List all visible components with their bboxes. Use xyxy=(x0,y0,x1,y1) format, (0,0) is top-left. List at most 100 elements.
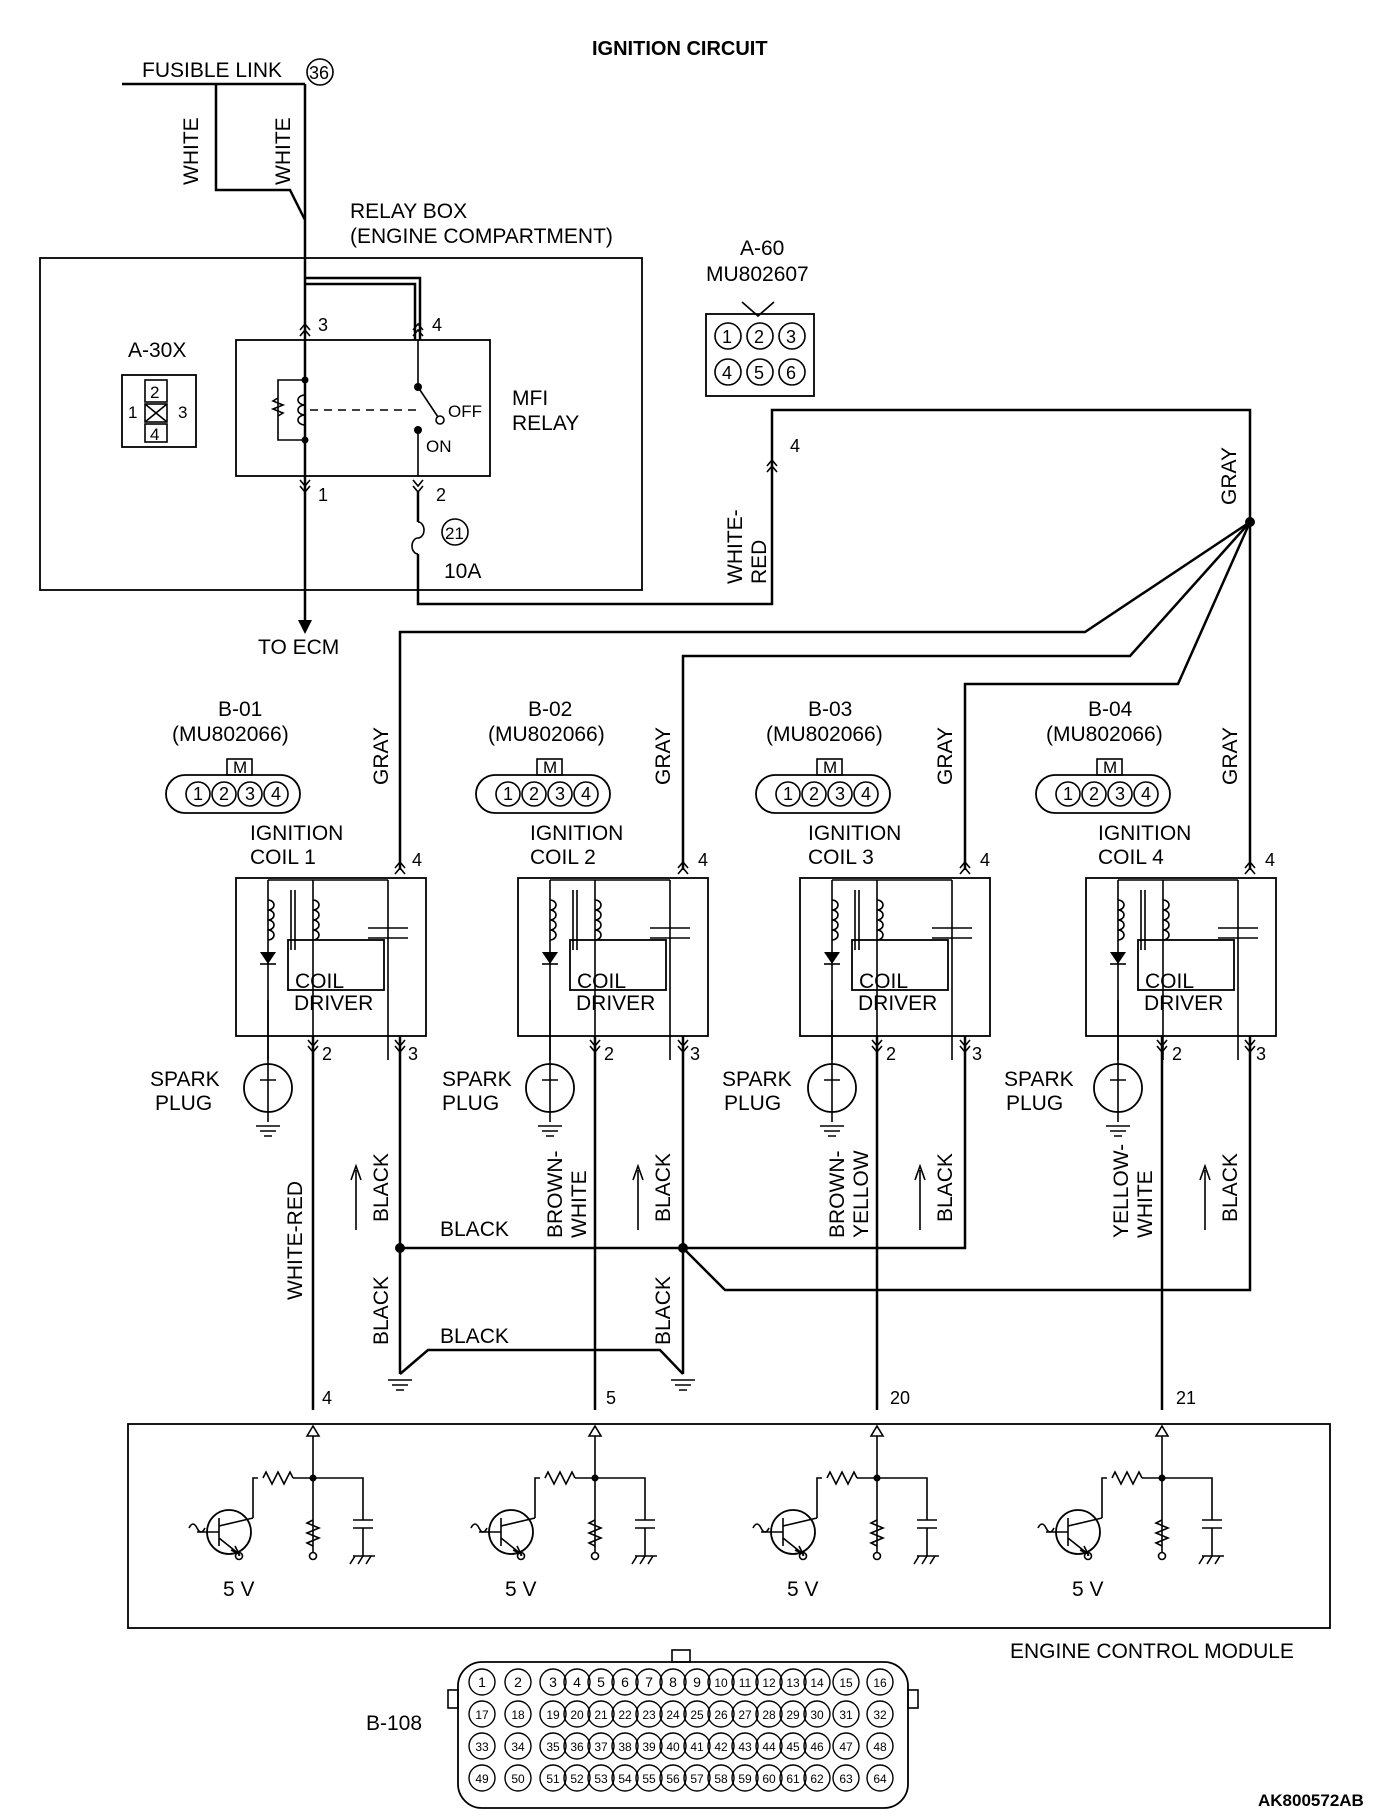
svg-text:SPARK: SPARK xyxy=(1004,1068,1074,1091)
b108-pin: 45 xyxy=(786,1740,800,1754)
b108-pin: 57 xyxy=(690,1772,704,1786)
diagram-title: IGNITION CIRCUIT xyxy=(592,38,768,60)
b108-pin: 49 xyxy=(475,1772,489,1786)
svg-text:COIL: COIL xyxy=(1145,970,1194,993)
ignition-coil-2: B-02 (MU802066) M 1 2 3 4 IGNITION COIL … xyxy=(475,698,709,1061)
b108-pin: 3 xyxy=(549,1674,557,1690)
b108-pin: 35 xyxy=(546,1740,560,1754)
svg-text:IGNITION: IGNITION xyxy=(530,822,623,845)
svg-text:5: 5 xyxy=(754,363,764,383)
svg-text:DRIVER: DRIVER xyxy=(294,992,373,1015)
a30x-pin-2: 2 xyxy=(150,383,159,402)
svg-text:M: M xyxy=(543,758,557,777)
wire-white-2: WHITE xyxy=(272,117,295,185)
relay-pin-4: 4 xyxy=(432,315,442,335)
ecm-pin-labels: 4 5 20 21 xyxy=(322,1388,1196,1408)
mfi-relay xyxy=(235,339,491,477)
svg-text:20: 20 xyxy=(890,1388,910,1408)
svg-text:WHITE: WHITE xyxy=(568,1170,591,1238)
b108-pin: 27 xyxy=(738,1708,752,1722)
relay-pin-2: 2 xyxy=(436,485,446,505)
ecm-input-circuit: 5 V xyxy=(470,1424,657,1601)
svg-text:3: 3 xyxy=(1115,784,1125,804)
ecm-voltage-label: 5 V xyxy=(223,1578,255,1601)
b108-pin: 6 xyxy=(621,1674,629,1690)
svg-text:(MU802066): (MU802066) xyxy=(766,723,883,746)
svg-text:BLACK: BLACK xyxy=(652,1276,675,1345)
b108-pin: 38 xyxy=(618,1740,632,1754)
svg-text:4: 4 xyxy=(271,784,281,804)
svg-text:WHITE: WHITE xyxy=(1134,1170,1157,1238)
b108-pin: 32 xyxy=(873,1708,887,1722)
a60-label: A-60 xyxy=(740,237,784,260)
svg-text:SPARK: SPARK xyxy=(722,1068,792,1091)
a60-pins: 1 2 3 4 5 6 xyxy=(714,322,806,386)
svg-text:2: 2 xyxy=(1172,1044,1182,1064)
svg-text:5: 5 xyxy=(606,1388,616,1408)
svg-text:B-03: B-03 xyxy=(808,698,852,721)
coil-connector-id: B-01 xyxy=(218,698,262,721)
ecm-voltage-label: 5 V xyxy=(1072,1578,1104,1601)
svg-text:GRAY: GRAY xyxy=(1219,727,1242,785)
svg-text:IGNITION: IGNITION xyxy=(808,822,901,845)
svg-text:BLACK: BLACK xyxy=(440,1218,509,1241)
svg-text:1: 1 xyxy=(503,784,513,804)
b108-pin: 2 xyxy=(514,1674,522,1690)
b108-pin: 52 xyxy=(570,1772,584,1786)
svg-text:DRIVER: DRIVER xyxy=(858,992,937,1015)
b108-pin: 12 xyxy=(762,1676,776,1690)
b108-pin: 62 xyxy=(810,1772,824,1786)
b108-connector xyxy=(457,1661,909,1809)
b108-pin: 16 xyxy=(873,1676,887,1690)
svg-text:PLUG: PLUG xyxy=(155,1092,212,1115)
svg-text:M: M xyxy=(823,758,837,777)
svg-text:DRIVER: DRIVER xyxy=(576,992,655,1015)
ecm-label: ENGINE CONTROL MODULE xyxy=(1010,1640,1294,1663)
b108-pin: 40 xyxy=(666,1740,680,1754)
svg-text:4: 4 xyxy=(722,363,732,383)
svg-text:2: 2 xyxy=(1089,784,1099,804)
a60-pin-4: 4 xyxy=(790,436,800,456)
svg-text:BLACK: BLACK xyxy=(370,1153,393,1222)
svg-text:3: 3 xyxy=(786,327,796,347)
ignition-coil-1: B-01 (MU802066) M 1 2 3 4 IGNITION COIL … xyxy=(165,698,427,1061)
wire-gray-main: GRAY xyxy=(1218,447,1241,505)
fusible-link-label: FUSIBLE LINK xyxy=(142,59,282,82)
b108-pin: 8 xyxy=(669,1674,677,1690)
ecm-voltage-label: 5 V xyxy=(505,1578,537,1601)
ecm-input-circuit: 5 V xyxy=(752,1424,939,1601)
b108-pin: 7 xyxy=(645,1674,653,1690)
b108-pin: 33 xyxy=(475,1740,489,1754)
svg-text:2: 2 xyxy=(604,1044,614,1064)
b108-pin: 44 xyxy=(762,1740,776,1754)
wire-white-red-a: WHITE- xyxy=(724,509,747,584)
ecm-voltage-label: 5 V xyxy=(787,1578,819,1601)
svg-text:4: 4 xyxy=(698,850,708,870)
relay-switch-off: OFF xyxy=(448,402,482,421)
svg-text:SPARK: SPARK xyxy=(442,1068,512,1091)
svg-text:GRAY: GRAY xyxy=(652,727,675,785)
fusible-link-number: 36 xyxy=(309,63,329,83)
b108-pin: 55 xyxy=(642,1772,656,1786)
svg-text:GRAY: GRAY xyxy=(370,727,393,785)
b108-pin: 24 xyxy=(666,1708,680,1722)
b108-pin: 13 xyxy=(786,1676,800,1690)
svg-text:WHITE-RED: WHITE-RED xyxy=(284,1181,307,1300)
svg-text:(MU802066): (MU802066) xyxy=(1046,723,1163,746)
svg-text:3: 3 xyxy=(555,784,565,804)
engine-control-module xyxy=(127,1423,1331,1629)
b108-pin: 50 xyxy=(511,1772,525,1786)
ignition-coil-3: B-03 (MU802066) M 1 2 3 4 IGNITION COIL … xyxy=(755,698,991,1061)
figure-code: AK800572AB xyxy=(1258,1791,1364,1810)
svg-text:COIL: COIL xyxy=(295,970,344,993)
relay-pin-1: 1 xyxy=(318,485,328,505)
svg-text:BROWN-: BROWN- xyxy=(544,1151,567,1239)
b108-pin: 53 xyxy=(594,1772,608,1786)
ecm-input-circuit: 5 V xyxy=(188,1424,375,1601)
relay-switch-on: ON xyxy=(426,437,452,456)
svg-text:4: 4 xyxy=(412,850,422,870)
